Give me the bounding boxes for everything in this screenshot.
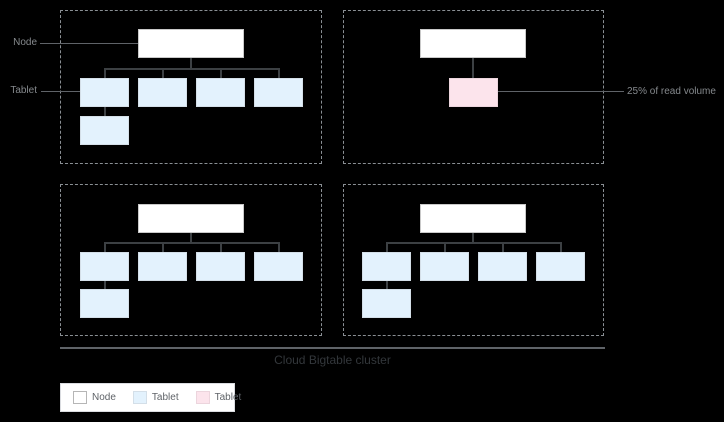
tablet-box xyxy=(80,289,129,318)
connector-line xyxy=(104,107,106,116)
tablet-box xyxy=(420,252,469,281)
tablet-box xyxy=(138,252,187,281)
node-zone-1 xyxy=(60,10,322,164)
connector-line xyxy=(162,242,164,252)
connector-line xyxy=(444,242,446,252)
node-box-4 xyxy=(420,204,526,233)
read-volume-annotation-label: 25% of read volume xyxy=(627,86,716,97)
hot-tablet-box xyxy=(449,78,498,107)
connector-line xyxy=(386,242,562,244)
connector-line xyxy=(472,58,474,78)
tablet-box xyxy=(196,78,245,107)
node-zone-4 xyxy=(343,184,604,336)
tablet-box xyxy=(254,252,303,281)
connector-line xyxy=(104,281,106,289)
connector-line xyxy=(472,233,474,243)
tablet-box xyxy=(80,116,129,145)
connector-line xyxy=(386,281,388,289)
cluster-label: Cloud Bigtable cluster xyxy=(274,353,391,367)
tablet-annotation-label: Tablet xyxy=(10,85,37,96)
connector-line xyxy=(190,233,192,243)
connector-line xyxy=(560,242,562,252)
connector-line xyxy=(104,242,106,252)
tablet-box xyxy=(138,78,187,107)
tablet-box xyxy=(196,252,245,281)
tablet-swatch-icon xyxy=(132,391,147,404)
legend-label: Node xyxy=(92,391,116,403)
node-box-2 xyxy=(420,29,526,58)
node-box-1 xyxy=(138,29,244,58)
tablet-box xyxy=(478,252,527,281)
node-zone-2 xyxy=(343,10,604,164)
connector-line xyxy=(386,242,388,252)
connector-line xyxy=(502,242,504,252)
legend-item-hot-tablet: Tablet xyxy=(195,391,242,404)
node-annotation-label: Node xyxy=(13,37,37,48)
connector-line xyxy=(104,242,280,244)
pointer-line xyxy=(40,43,138,44)
tablet-box xyxy=(362,252,411,281)
tablet-box xyxy=(80,252,129,281)
connector-line xyxy=(278,242,280,252)
legend-label: Tablet xyxy=(151,391,179,403)
connector-line xyxy=(220,242,222,252)
node-swatch-icon xyxy=(73,391,87,404)
node-box-3 xyxy=(138,204,244,233)
connector-line xyxy=(104,68,106,78)
tablet-box xyxy=(254,78,303,107)
tablet-box xyxy=(536,252,585,281)
tablet-box xyxy=(80,78,129,107)
legend-label: Tablet xyxy=(214,391,242,403)
cluster-baseline xyxy=(60,347,605,349)
pointer-line xyxy=(41,91,80,92)
legend-item-node: Node xyxy=(73,391,116,404)
pointer-line xyxy=(498,91,624,92)
connector-line xyxy=(278,68,280,78)
legend-item-tablet: Tablet xyxy=(132,391,179,404)
connector-line xyxy=(104,68,280,70)
connector-line xyxy=(220,68,222,78)
tablet-box xyxy=(362,289,411,318)
legend: Node Tablet Tablet xyxy=(60,383,241,412)
connector-line xyxy=(190,58,192,69)
node-zone-3 xyxy=(60,184,322,336)
connector-line xyxy=(162,68,164,78)
hot-tablet-swatch-icon xyxy=(195,391,210,404)
